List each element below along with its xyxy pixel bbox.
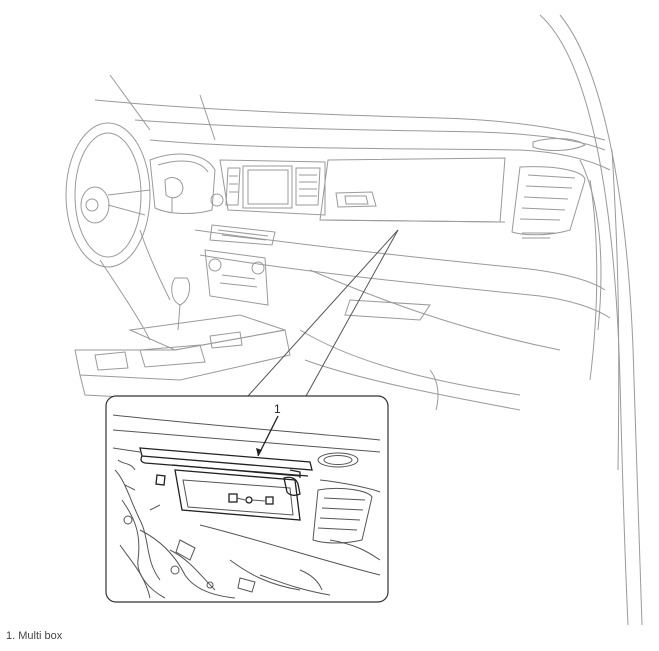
detail-dashboard-lines	[112, 414, 381, 599]
callout-1: 1	[256, 402, 281, 457]
vehicle-interior-overview	[65, 14, 643, 625]
figure-caption: 1. Multi box	[6, 630, 63, 642]
dashboard-illustration: 1	[65, 14, 643, 625]
detail-inset: 1	[105, 395, 389, 603]
callout-number: 1	[274, 402, 281, 416]
multi-box-part	[139, 447, 313, 521]
